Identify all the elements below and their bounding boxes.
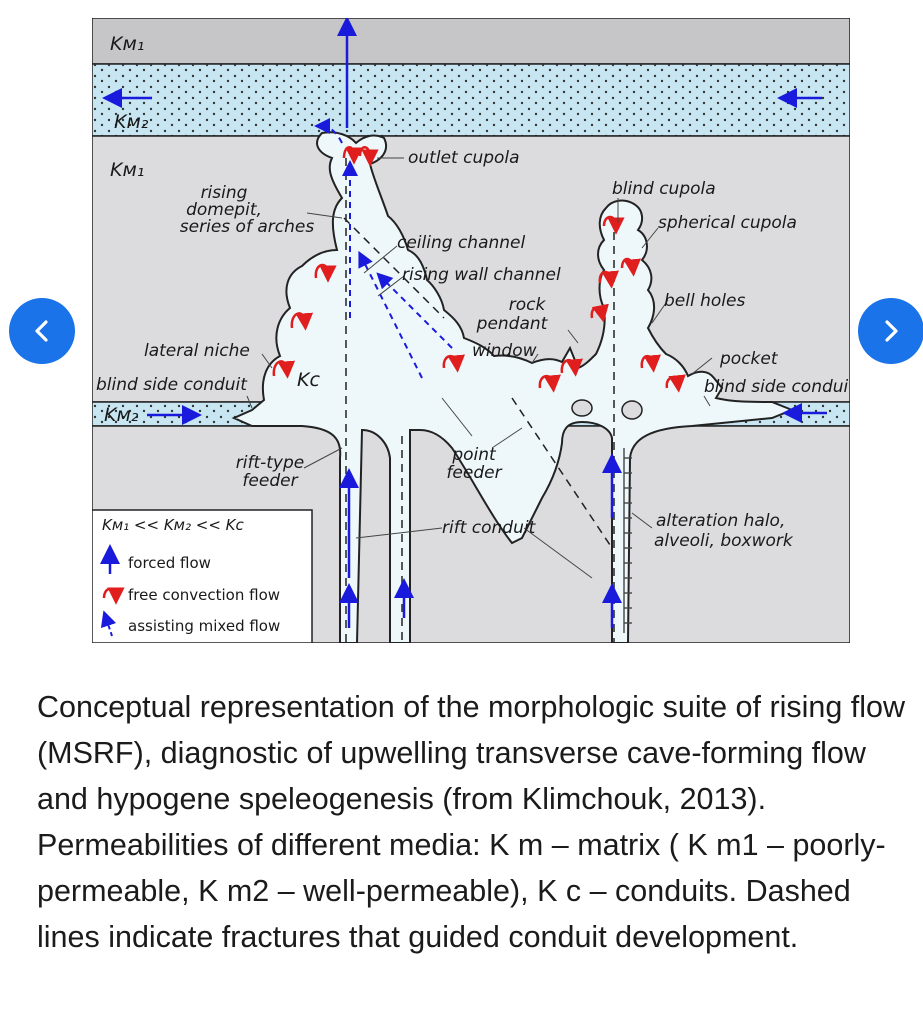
legend: Kм₁ << Kм₂ << Kc forced flow free convec…: [92, 509, 313, 643]
label-rising-domepit-3: series of arches: [180, 217, 315, 237]
legend-convection-icon: [102, 587, 125, 605]
legend-mixed-flow-icon: [100, 610, 117, 637]
label-alteration-halo-1: alteration halo,: [656, 511, 785, 531]
legend-item-forced-flow: forced flow: [128, 554, 211, 572]
label-rift-type-feeder-2: feeder: [242, 471, 298, 491]
layer-label-km2-upper: Kм₂: [114, 111, 149, 133]
chevron-right-icon: [885, 320, 898, 342]
label-rising-domepit-1: rising: [201, 183, 248, 203]
label-rift-conduit: rift conduit: [442, 518, 537, 538]
figure-diagram: Kм₁ Kм₂ Kм₁ Kм₂ Kc outlet cupola rising …: [92, 18, 850, 643]
forced-flow-arrows: [102, 18, 827, 628]
label-bell-holes: bell holes: [664, 291, 745, 311]
leader-lines: [246, 157, 713, 579]
figure-caption: Conceptual representation of the morphol…: [37, 690, 906, 954]
layer-label-kc: Kc: [297, 369, 320, 391]
label-rift-type-feeder-1: rift-type: [236, 453, 304, 473]
label-window: window: [472, 341, 537, 361]
layer-label-km2-lower: Kм₂: [104, 404, 139, 426]
label-point-feeder-1: point: [451, 445, 497, 465]
label-point-feeder-2: feeder: [446, 463, 502, 483]
label-ceiling-channel: ceiling channel: [397, 233, 525, 253]
label-blind-side-conduit-right: blind side conduit: [704, 377, 850, 397]
legend-item-free-convection: free convection flow: [128, 586, 280, 604]
label-outlet-cupola: outlet cupola: [408, 148, 520, 168]
label-rock-pendant-1: rock: [509, 295, 547, 315]
fracture-lines: [343, 158, 615, 643]
prev-image-button[interactable]: [9, 298, 75, 364]
chevron-left-icon: [35, 320, 48, 342]
legend-relation: Kм₁ << Kм₂ << Kc: [102, 516, 245, 534]
label-pocket: pocket: [719, 349, 779, 369]
label-rock-pendant-2: pendant: [476, 314, 549, 334]
label-blind-side-conduit-left: blind side conduit: [96, 375, 248, 395]
window-hole: [571, 399, 593, 417]
layer-label-km1-middle: Kм₁: [110, 159, 144, 181]
layer-label-km1-top: Kм₁: [110, 33, 144, 55]
mixed-flow-arrows: [314, 118, 453, 379]
label-blind-cupola: blind cupola: [612, 179, 716, 199]
layer-km1-top: [92, 18, 850, 65]
label-spherical-cupola: spherical cupola: [658, 213, 797, 233]
alteration-halo: [623, 448, 632, 633]
label-rising-wall-channel: rising wall channel: [402, 265, 561, 285]
label-lateral-niche: lateral niche: [144, 341, 250, 361]
label-alteration-halo-2: alveoli, boxwork: [654, 531, 794, 551]
next-image-button[interactable]: [858, 298, 923, 364]
label-rising-domepit-2: domepit,: [186, 200, 262, 220]
pillar-hole: [621, 400, 643, 420]
legend-item-mixed-flow: assisting mixed flow: [128, 617, 280, 635]
convection-arrows: [272, 146, 686, 393]
